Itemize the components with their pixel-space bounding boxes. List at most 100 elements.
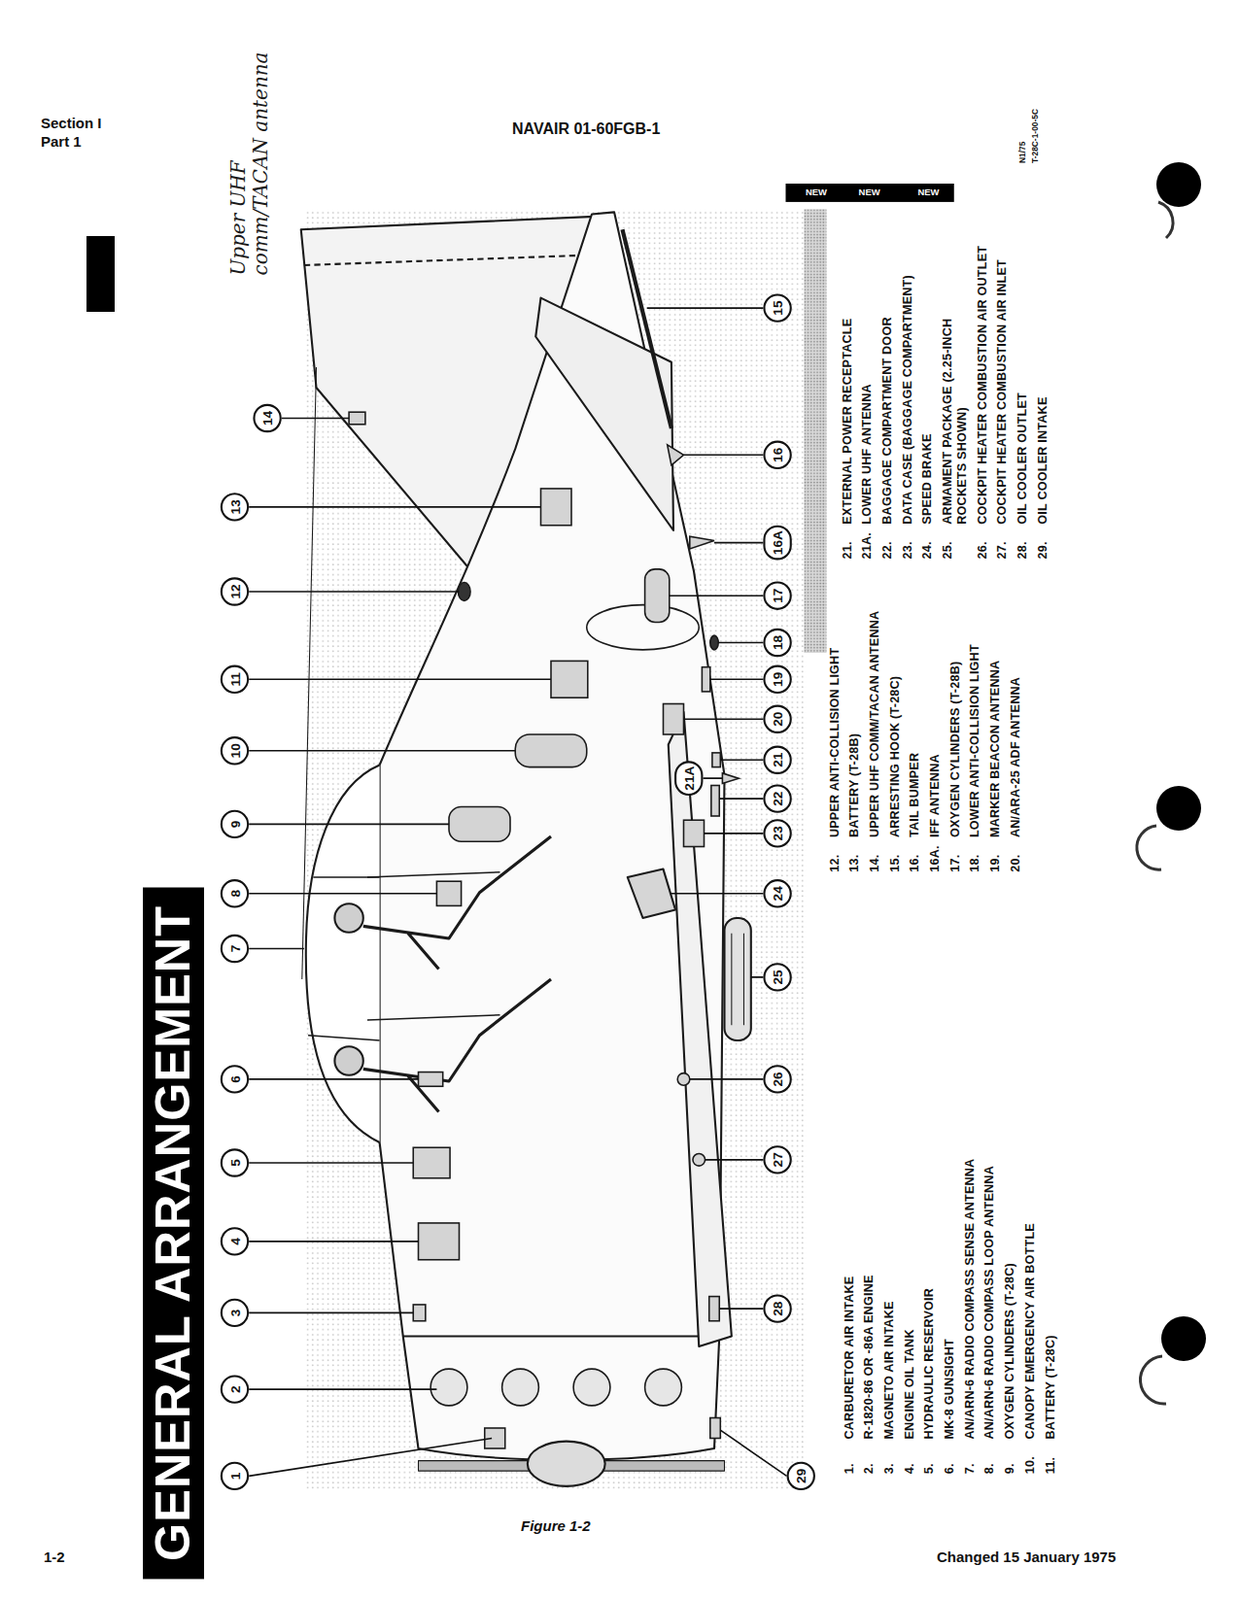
- page-number: 1-2: [43, 1548, 66, 1566]
- part-name: DATA CASE (BAGGAGE COMPARTMENT): [899, 275, 916, 525]
- part-number: 18.: [967, 855, 984, 873]
- part-name: ARRESTING HOOK (T-28C): [887, 676, 903, 838]
- callout-number: 27: [769, 1152, 786, 1168]
- callout-circle: 7: [220, 934, 249, 964]
- part-name: UPPER UHF COMM/TACAN ANTENNA: [866, 611, 883, 838]
- part-number: 19.: [987, 855, 1003, 873]
- part-name: BATTERY (T-28C): [1042, 1335, 1059, 1440]
- figure-code: N1/75: [1018, 141, 1030, 164]
- callout-number: 28: [769, 1302, 786, 1317]
- callout-number: 9: [227, 821, 243, 829]
- part-number: 20.: [1007, 855, 1024, 873]
- callout-circle: 12: [220, 577, 249, 606]
- figure-caption: Figure 1-2: [520, 1517, 591, 1535]
- callout-circle: 4: [220, 1227, 249, 1256]
- callout-circle: 19: [762, 665, 792, 694]
- part-number: 21.: [839, 541, 856, 559]
- callout-circle: 25: [762, 963, 792, 992]
- part-name: MAGNETO AIR INTAKE: [881, 1301, 897, 1440]
- part-name: AN/ARN-6 RADIO COMPASS LOOP ANTENNA: [982, 1166, 999, 1441]
- callout-circle: 21: [762, 746, 792, 775]
- callout-number: 15: [769, 301, 786, 316]
- callout-number: 23: [769, 826, 786, 841]
- punch-shadow: [1139, 1356, 1167, 1405]
- figure-title: GENERAL ARRANGEMENT: [145, 905, 202, 1562]
- callout-number: 20: [769, 712, 786, 727]
- callout-number: 7: [227, 945, 243, 954]
- part-name: ENGINE OIL TANK: [901, 1329, 918, 1440]
- part-number: 16A.: [927, 845, 943, 872]
- callout-circle: 11: [220, 665, 249, 694]
- part-name: LOWER ANTI-COLLISION LIGHT: [967, 644, 984, 838]
- punch-hole: [1156, 786, 1202, 831]
- callout-number: 24: [769, 886, 786, 901]
- figure-code: T-28C-1-00-5C: [1031, 108, 1042, 164]
- part-number: 9.: [1001, 1463, 1018, 1475]
- title-band: [142, 888, 205, 1581]
- part-number: 4.: [901, 1463, 918, 1475]
- callout-number: 17: [769, 588, 786, 604]
- part-number: 27.: [995, 541, 1011, 559]
- callout-number: 25: [769, 969, 786, 985]
- callout-circle: 15: [762, 293, 792, 322]
- callout-number: 4: [227, 1238, 243, 1246]
- change-bar: [86, 236, 115, 312]
- callout-number: 21A: [681, 766, 697, 792]
- part-number: 29.: [1035, 541, 1052, 559]
- callout-circle: 16: [762, 441, 792, 470]
- callout-circle: 2: [220, 1375, 249, 1404]
- part-number: 6.: [941, 1463, 958, 1475]
- part-number: 3.: [881, 1463, 897, 1475]
- part-name: SPEED BRAKE: [919, 433, 935, 524]
- part-name: AN/ARA-25 ADF ANTENNA: [1007, 677, 1024, 838]
- part-name: OIL COOLER OUTLET: [1015, 392, 1032, 525]
- part-name: OXYGEN CYLINDERS (T-28B): [947, 661, 964, 838]
- document-number: NAVAIR 01-60FGB-1: [512, 120, 660, 138]
- part-name: AN/ARN-6 RADIO COMPASS SENSE ANTENNA: [962, 1159, 978, 1441]
- callout-circle: 14: [252, 404, 281, 433]
- part-name: CANOPY EMERGENCY AIR BOTTLE: [1022, 1223, 1038, 1440]
- callout-circle: 24: [762, 879, 792, 908]
- callout-number: 18: [769, 635, 786, 651]
- callout-circle: 21A: [674, 760, 703, 796]
- callout-number: 29: [792, 1469, 809, 1484]
- callout-circle: 8: [220, 879, 249, 908]
- callout-number: 19: [769, 672, 786, 688]
- part-name: MK-8 GUNSIGHT: [941, 1339, 958, 1441]
- callout-number: 16: [769, 447, 786, 463]
- callout-circle: 26: [762, 1065, 792, 1094]
- callout-number: 26: [769, 1071, 786, 1087]
- callout-number: 10: [227, 743, 243, 758]
- callout-number: 3: [227, 1309, 243, 1318]
- part-number: 5.: [921, 1463, 937, 1475]
- part-number: 7.: [962, 1463, 978, 1475]
- part-name: COCKPIT HEATER COMBUSTION AIR OUTLET: [974, 245, 991, 525]
- part-number: 11.: [1042, 1457, 1059, 1475]
- part-number: 12.: [826, 855, 843, 873]
- part-name: OXYGEN CYLINDERS (T-28C): [1001, 1263, 1018, 1440]
- punch-hole: [1156, 162, 1202, 207]
- callout-number: 22: [769, 791, 786, 807]
- part-name: BAGGAGE COMPARTMENT DOOR: [879, 316, 895, 524]
- callout-circle: 23: [762, 819, 792, 848]
- part-number: 8.: [982, 1463, 999, 1475]
- new-bar: [785, 183, 954, 203]
- part-name: EXTERNAL POWER RECEPTACLE: [839, 318, 856, 525]
- section-header: Section I: [40, 114, 103, 132]
- callout-number: 14: [259, 411, 276, 426]
- callout-number: 5: [227, 1159, 243, 1168]
- part-number: 22.: [879, 541, 895, 559]
- change-date: Changed 15 January 1975: [936, 1548, 1116, 1566]
- part-name: UPPER ANTI-COLLISION LIGHT: [826, 648, 843, 838]
- rotated-figure: GENERAL ARRANGEMENT123456789101112131415…: [112, 15, 1083, 1592]
- change-mark: NEW: [805, 187, 827, 198]
- part-name: IFF ANTENNA: [927, 754, 943, 838]
- callout-number: 16A: [769, 530, 786, 555]
- part-number: 13.: [847, 855, 863, 873]
- part-number: 15.: [887, 855, 903, 873]
- callout-number: 21: [769, 753, 786, 768]
- part-number: 14.: [866, 855, 883, 873]
- callout-circle: 10: [220, 736, 249, 765]
- part-name: CARBURETOR AIR INTAKE: [841, 1276, 858, 1441]
- airframe: [301, 211, 752, 1486]
